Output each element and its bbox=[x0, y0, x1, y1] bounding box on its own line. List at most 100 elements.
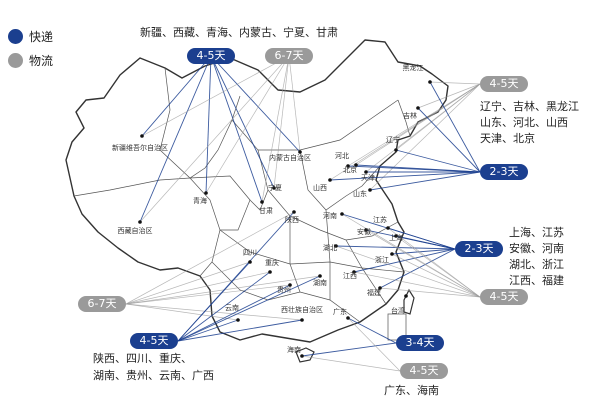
route-line-logistics-xinjiang bbox=[141, 55, 290, 137]
province-label-zhejiang: 浙江 bbox=[375, 255, 389, 264]
route-line-logistics-yunnan bbox=[125, 303, 239, 321]
capital-dot-beijing bbox=[354, 163, 358, 167]
capital-dot-jiangxi bbox=[352, 270, 356, 274]
east-provinces-line2: 安徽、河南 bbox=[509, 242, 564, 255]
hainan-island bbox=[295, 347, 315, 363]
province-label-shanghai: 上海 bbox=[389, 233, 403, 242]
province-label-yunnan: 云南 bbox=[225, 303, 239, 312]
capital-dot-hunan bbox=[318, 274, 322, 278]
capital-dot-hubei bbox=[334, 244, 338, 248]
route-line-logistics-hubei bbox=[335, 245, 481, 298]
northwest-logistics-badge: 6-7天 bbox=[265, 48, 313, 64]
capital-dot-xizang bbox=[138, 220, 142, 224]
route-line-express-fujian bbox=[379, 248, 456, 289]
border-neimenggu bbox=[258, 99, 399, 151]
south-logistics-badge: 4-5天 bbox=[400, 363, 448, 379]
route-line-express-guizhou bbox=[177, 284, 291, 342]
legend-logistics: 物流 bbox=[8, 52, 53, 69]
province-label-fujian: 福建 bbox=[367, 288, 381, 297]
province-labels: 新疆维吾尔自治区西藏自治区青海甘肃内蒙古自治区宁夏黑龙江吉林辽宁河北北京天津山西… bbox=[112, 63, 424, 354]
capital-dot-tianjin bbox=[364, 170, 368, 174]
route-line-logistics-ningxia bbox=[273, 55, 290, 189]
east-provinces-line3: 湖北、浙江 bbox=[509, 258, 564, 271]
province-label-guangdong: 广东 bbox=[333, 307, 347, 316]
route-line-logistics-gansu bbox=[261, 55, 290, 203]
route-line-logistics-jilin bbox=[417, 83, 481, 109]
northeast-provinces-line1: 辽宁、吉林、黑龙江 bbox=[480, 100, 579, 113]
province-borders bbox=[73, 67, 411, 323]
capital-dot-liaoning bbox=[394, 148, 398, 152]
capital-dot-anhui bbox=[364, 228, 368, 232]
province-label-heilongjiang: 黑龙江 bbox=[403, 63, 424, 72]
capital-dot-heilongjiang bbox=[428, 80, 432, 84]
taiwan-island bbox=[403, 288, 415, 315]
route-line-express-xinjiang bbox=[141, 55, 212, 137]
province-label-chongqing: 重庆 bbox=[265, 258, 279, 267]
legend-logistics-label: 物流 bbox=[29, 54, 54, 68]
northeast-express-badge: 2-3天 bbox=[480, 164, 528, 180]
east-logistics-badge: 4-5天 bbox=[480, 289, 528, 305]
route-line-express-guangxi bbox=[177, 319, 303, 342]
route-line-logistics-hainan bbox=[301, 355, 401, 372]
east-provinces-line1: 上海、江苏 bbox=[509, 226, 564, 239]
border-north bbox=[299, 149, 381, 211]
capital-dot-yunnan bbox=[236, 318, 240, 322]
capital-dot-guangdong bbox=[346, 316, 350, 320]
route-line-express-heilongjiang bbox=[429, 81, 481, 173]
route-line-logistics-beijing bbox=[355, 83, 481, 166]
route-line-express-zhejiang bbox=[391, 248, 456, 255]
route-line-express-xizang bbox=[139, 55, 212, 223]
province-label-xinjiang: 新疆维吾尔自治区 bbox=[112, 143, 168, 152]
northeast-provinces-line3: 天津、北京 bbox=[480, 132, 535, 145]
province-label-shaanxi: 陕西 bbox=[285, 215, 299, 224]
route-line-logistics-fujian bbox=[379, 287, 481, 298]
route-line-express-jiangxi bbox=[353, 248, 456, 273]
route-line-logistics-jiangxi bbox=[353, 271, 481, 298]
capital-dot-jilin bbox=[416, 106, 420, 110]
capital-dot-chongqing bbox=[268, 270, 272, 274]
northeast-logistics-badge: 4-5天 bbox=[480, 76, 528, 92]
south-express-badge: 3-4天 bbox=[396, 335, 444, 351]
border-central bbox=[267, 189, 399, 241]
province-label-neimenggu: 内蒙古自治区 bbox=[269, 153, 311, 162]
route-line-express-gansu bbox=[210, 55, 263, 203]
route-line-logistics-guangxi bbox=[125, 303, 303, 321]
route-line-logistics-tianjin bbox=[365, 83, 481, 173]
capital-dot-shaanxi bbox=[292, 210, 296, 214]
legend-express: 快递 bbox=[8, 28, 53, 45]
province-label-hebei: 河北 bbox=[335, 152, 349, 160]
capital-dot-shanxi bbox=[328, 178, 332, 182]
province-label-guangxi: 西壮族自治区 bbox=[281, 305, 323, 314]
province-label-hunan: 湖南 bbox=[313, 278, 327, 287]
southwest-logistics-badge: 6-7天 bbox=[78, 296, 126, 312]
express-legend-dot bbox=[8, 29, 23, 44]
province-label-beijing: 北京 bbox=[343, 165, 357, 174]
route-line-express-neimenggu bbox=[210, 55, 301, 153]
capital-dot-neimenggu bbox=[298, 150, 302, 154]
northwest-provinces: 新疆、西藏、青海、内蒙古、宁夏、甘肃 bbox=[140, 26, 338, 39]
border-northeast bbox=[397, 99, 411, 137]
capital-dot-hebei bbox=[346, 164, 350, 168]
province-label-hubei: 湖北 bbox=[323, 243, 337, 252]
route-line-express-hunan bbox=[177, 275, 321, 342]
logistics-legend-dot bbox=[8, 53, 23, 68]
southwest-provinces-line2: 湖南、贵州、云南、广西 bbox=[93, 369, 214, 382]
capital-dot-sichuan bbox=[248, 260, 252, 264]
province-label-ningxia: 宁夏 bbox=[268, 183, 282, 192]
province-label-jilin: 吉林 bbox=[403, 111, 417, 120]
border-xizang bbox=[73, 177, 221, 277]
route-line-express-shanxi bbox=[329, 171, 481, 181]
route-line-logistics-chongqing bbox=[125, 271, 271, 305]
capital-dot-gansu bbox=[260, 200, 264, 204]
route-line-logistics-sichuan bbox=[125, 261, 251, 305]
south-provinces: 广东、海南 bbox=[384, 384, 439, 397]
route-line-express-liaoning bbox=[395, 149, 481, 173]
route-line-logistics-jiangsu bbox=[387, 227, 481, 298]
province-label-anhui: 安徽 bbox=[357, 227, 371, 236]
route-line-logistics-hunan bbox=[125, 275, 321, 305]
capital-dot-xinjiang bbox=[140, 134, 144, 138]
southwest-provinces-line1: 陕西、四川、重庆、 bbox=[93, 352, 192, 365]
route-line-logistics-neimenggu bbox=[288, 55, 301, 153]
route-line-express-beijing bbox=[355, 164, 481, 173]
province-label-hainan: 海南 bbox=[287, 345, 301, 354]
